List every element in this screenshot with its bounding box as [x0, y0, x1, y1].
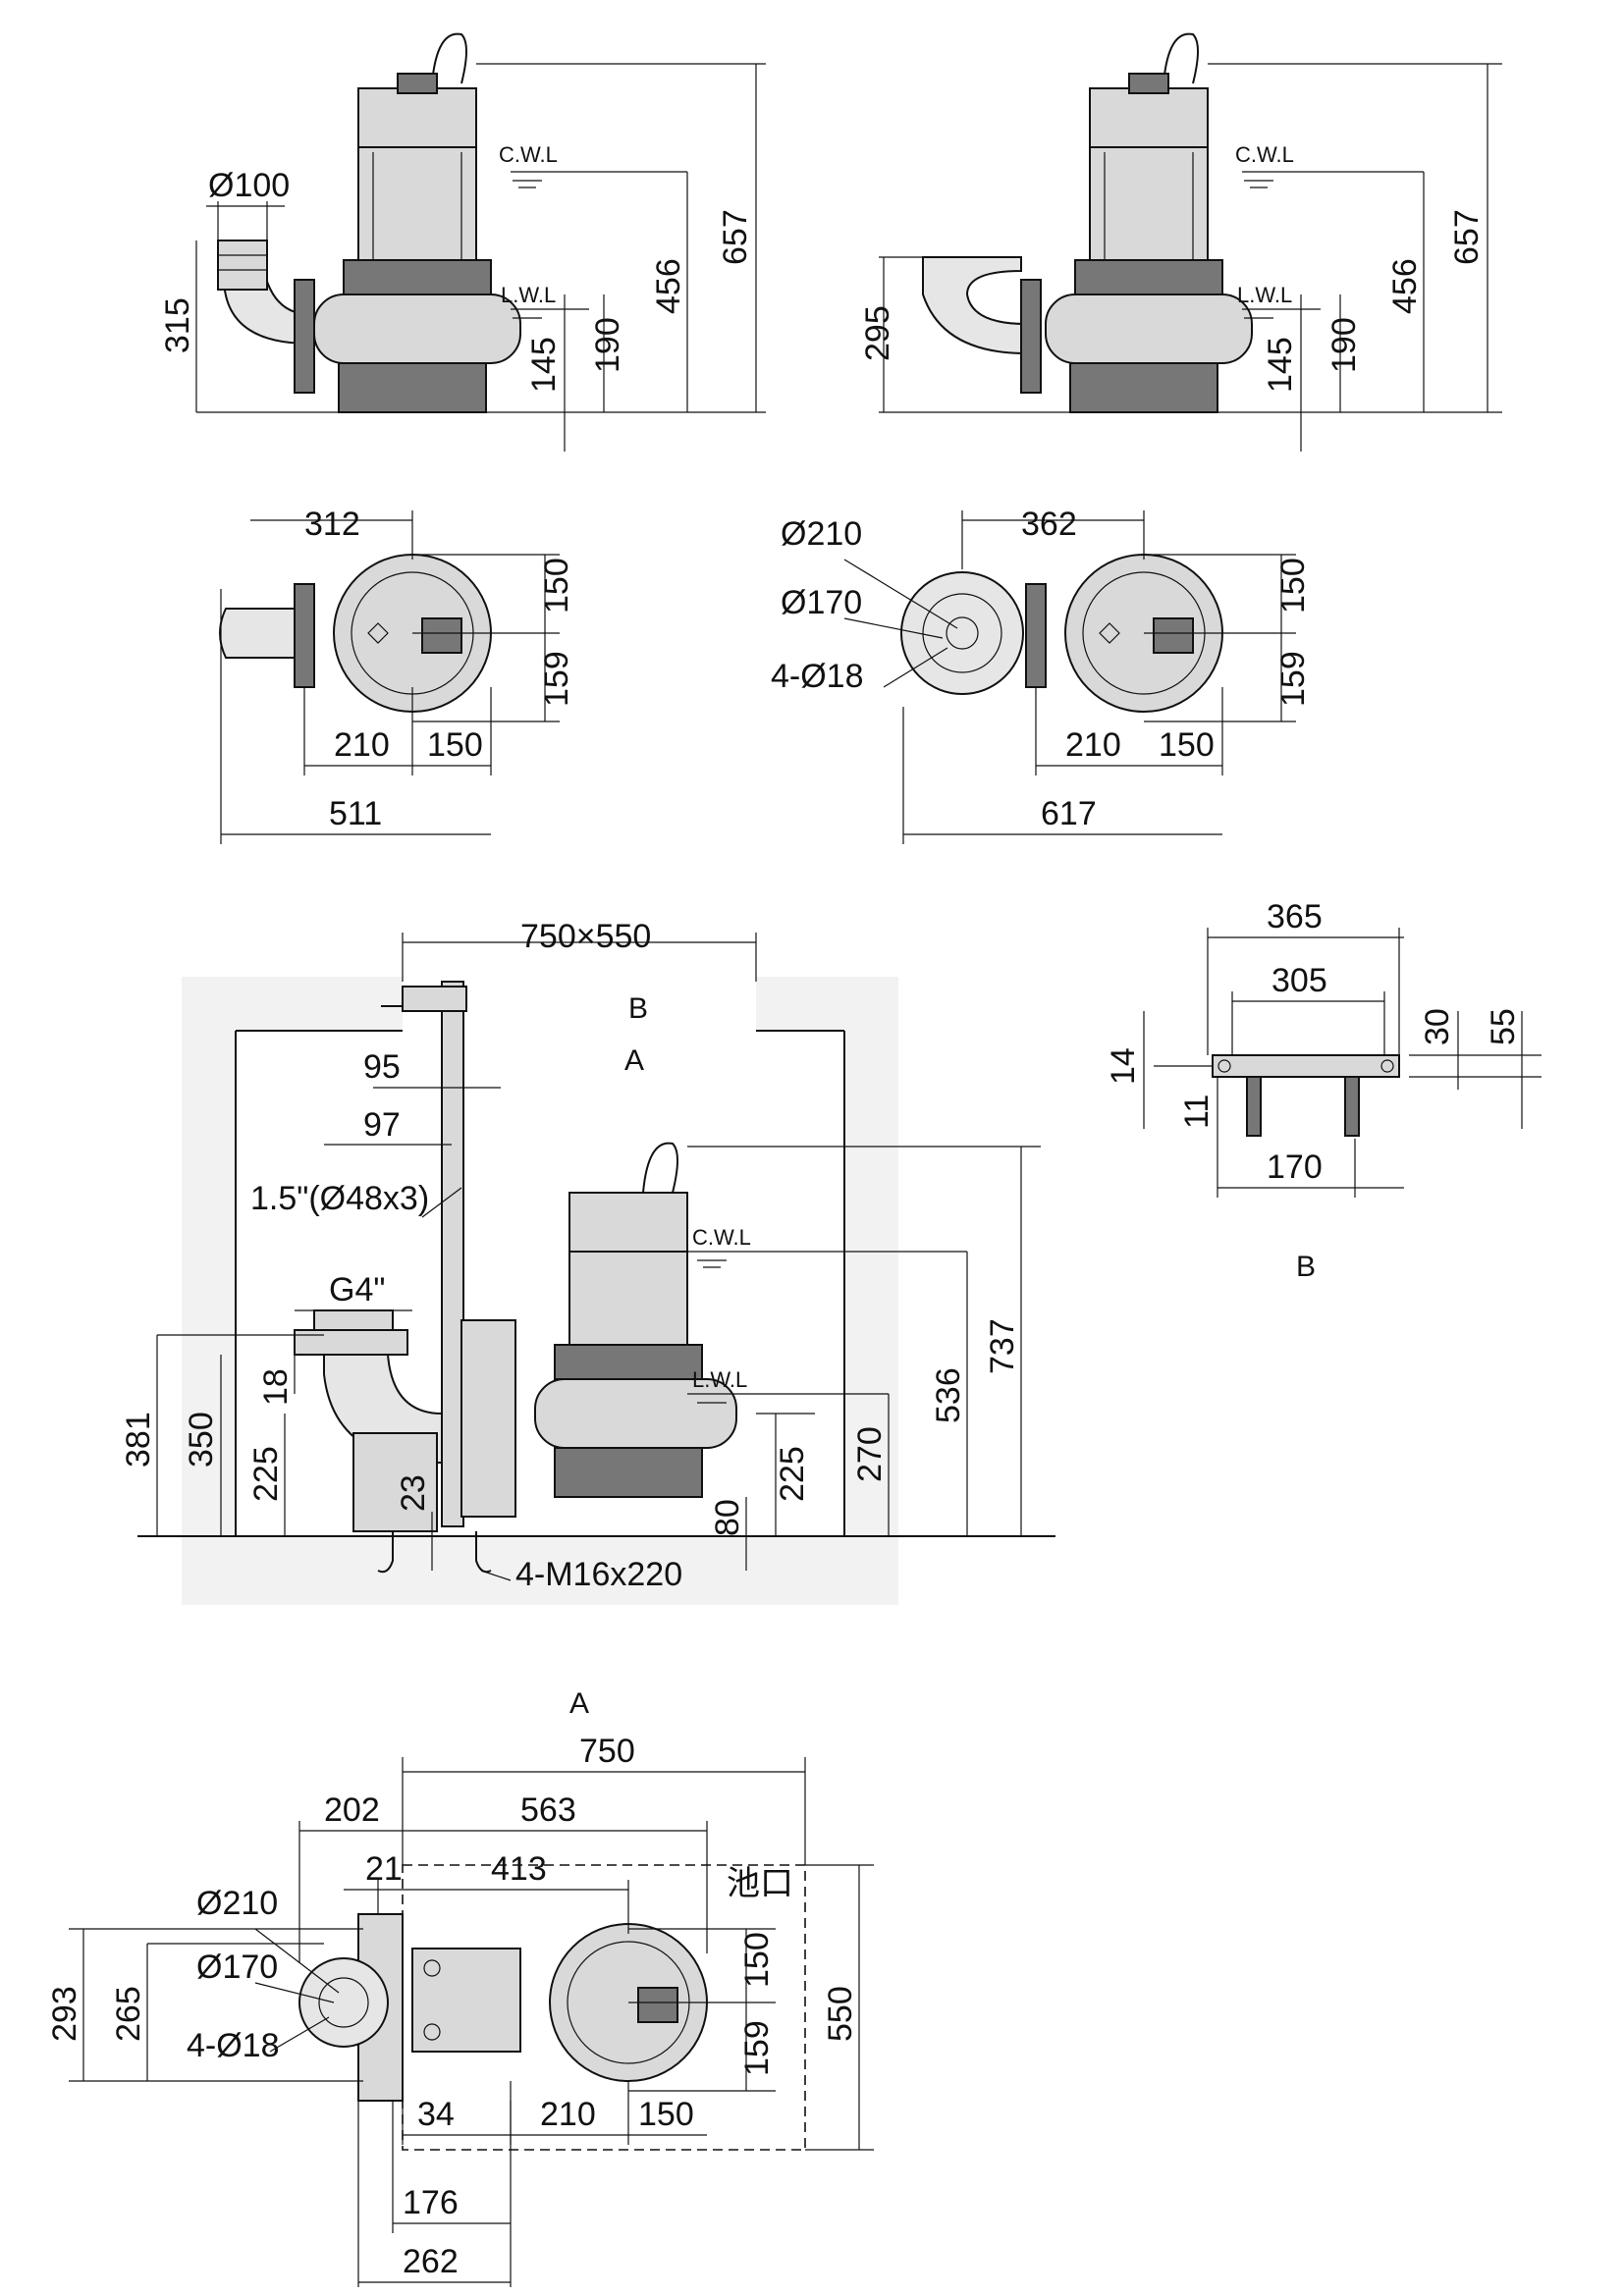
dim-23: 23 — [395, 1474, 432, 1512]
dim-265: 265 — [110, 1986, 147, 2042]
dim-34: 34 — [417, 2096, 455, 2133]
dim-456: 456 — [1386, 258, 1424, 314]
dim-293: 293 — [46, 1986, 83, 2042]
dim-145: 145 — [1262, 337, 1299, 393]
dim-456: 456 — [650, 258, 687, 314]
dim-362: 362 — [1021, 506, 1077, 543]
dim-381: 381 — [120, 1412, 157, 1468]
dim-350: 350 — [183, 1412, 220, 1468]
dim-thread-g4: G4" — [329, 1271, 385, 1308]
cwl-label: C.W.L — [692, 1225, 751, 1250]
dim-305: 305 — [1271, 962, 1327, 999]
lwl-label: L.W.L — [1237, 283, 1292, 307]
dim-737: 737 — [984, 1318, 1021, 1374]
caption-b: B — [1296, 1251, 1316, 1283]
dim-190: 190 — [589, 317, 626, 373]
dim-4-holes-18: 4-Ø18 — [187, 2027, 280, 2064]
dim-657: 657 — [717, 209, 754, 265]
dim-diameter-210: Ø210 — [196, 1885, 278, 1922]
dim-176: 176 — [403, 2184, 459, 2221]
dim-18: 18 — [257, 1368, 295, 1406]
marker-b: B — [628, 992, 648, 1025]
dim-14: 14 — [1105, 1047, 1142, 1085]
dim-315: 315 — [159, 297, 196, 353]
dim-159: 159 — [738, 2020, 776, 2076]
dim-365: 365 — [1267, 898, 1323, 935]
dim-262: 262 — [403, 2243, 459, 2280]
section-a-view: A 750 202 563 21 413 Ø210 Ø170 4-Ø18 293 — [46, 1687, 874, 2287]
dim-95: 95 — [363, 1048, 401, 1086]
installation-view: B A 750×550 95 97 1.5"(Ø48x3) G4" 18 381… — [120, 918, 1055, 1605]
dim-536: 536 — [930, 1367, 967, 1423]
dim-pit-size: 750×550 — [520, 918, 651, 955]
dim-312: 312 — [304, 506, 360, 543]
dim-225-right: 225 — [774, 1446, 811, 1502]
plan-view-1: 312 150 159 210 150 511 — [219, 506, 575, 844]
dim-rail-pipe: 1.5"(Ø48x3) — [250, 1180, 429, 1217]
dim-150: 150 — [1274, 558, 1312, 614]
dim-550: 550 — [822, 1986, 859, 2042]
dim-diameter-210: Ø210 — [781, 515, 862, 553]
detail-b-view: 365 305 30 55 14 11 170 B — [1105, 898, 1542, 1283]
caption-a: A — [569, 1687, 589, 1720]
dim-97: 97 — [363, 1106, 401, 1144]
dim-diameter-100: Ø100 — [208, 167, 290, 204]
dim-225: 225 — [247, 1446, 285, 1502]
dim-150: 150 — [738, 1932, 776, 1988]
dim-210: 210 — [540, 2096, 596, 2133]
dim-159: 159 — [538, 651, 575, 707]
pit-opening-label: 池口 — [727, 1865, 793, 1902]
dim-295: 295 — [859, 305, 896, 361]
lwl-label: L.W.L — [501, 283, 556, 307]
plan-view-2: 362 Ø210 Ø170 4-Ø18 150 159 210 150 617 — [771, 506, 1312, 844]
dim-563: 563 — [520, 1791, 576, 1829]
dim-145: 145 — [525, 337, 563, 393]
dim-202: 202 — [324, 1791, 380, 1829]
dim-80: 80 — [709, 1499, 746, 1536]
dim-diameter-170: Ø170 — [781, 584, 862, 621]
cwl-label: C.W.L — [1235, 142, 1294, 167]
dim-511: 511 — [329, 795, 382, 832]
dim-210: 210 — [334, 726, 390, 764]
marker-a: A — [624, 1044, 644, 1077]
dim-21: 21 — [365, 1850, 403, 1888]
dim-30: 30 — [1419, 1008, 1456, 1045]
dim-4-holes-18: 4-Ø18 — [771, 658, 864, 695]
dim-150-bottom: 150 — [427, 726, 483, 764]
dim-55: 55 — [1485, 1008, 1522, 1045]
dim-150-bottom: 150 — [1159, 726, 1215, 764]
cwl-label: C.W.L — [499, 142, 558, 167]
dim-anchor-bolts: 4-M16x220 — [515, 1556, 682, 1593]
dim-270: 270 — [851, 1426, 889, 1482]
dim-617: 617 — [1041, 795, 1097, 832]
dim-413: 413 — [491, 1850, 547, 1888]
elevation-view-1: Ø100 315 657 456 145 190 C.W.L L.W.L — [159, 32, 766, 452]
dim-170: 170 — [1267, 1148, 1323, 1186]
dim-159: 159 — [1274, 651, 1312, 707]
dim-750: 750 — [579, 1733, 635, 1770]
lwl-label: L.W.L — [692, 1367, 747, 1392]
elevation-view-2: 295 657 456 145 190 C.W.L L.W.L — [859, 32, 1502, 452]
dim-150-bottom: 150 — [638, 2096, 694, 2133]
dim-190: 190 — [1325, 317, 1363, 373]
dim-210: 210 — [1065, 726, 1121, 764]
dim-150: 150 — [538, 558, 575, 614]
dim-657: 657 — [1448, 209, 1486, 265]
dim-diameter-170: Ø170 — [196, 1949, 278, 1986]
dim-11: 11 — [1178, 1095, 1216, 1129]
